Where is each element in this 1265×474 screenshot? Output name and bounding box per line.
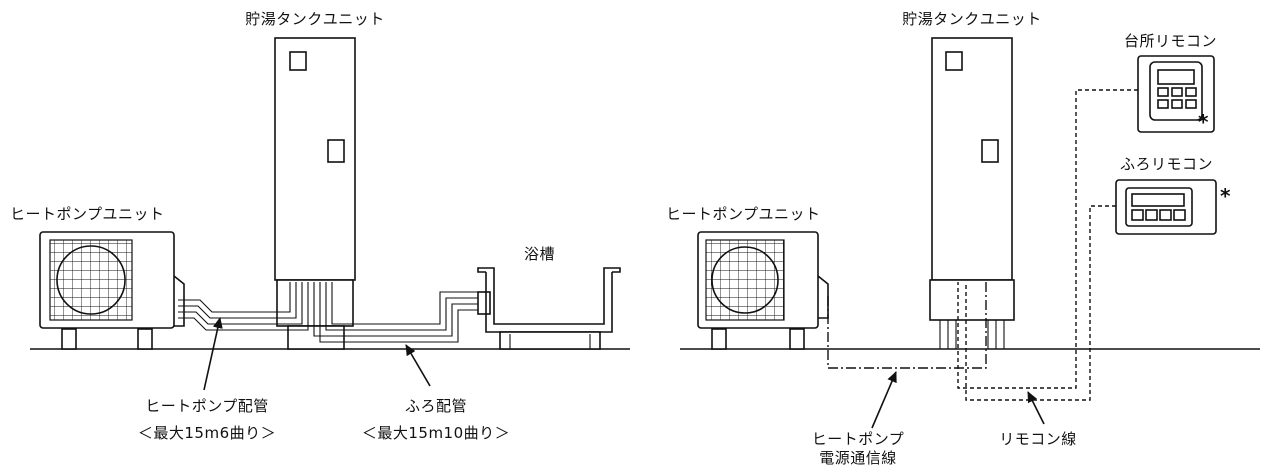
kitchen-remote <box>1137 55 1215 133</box>
bath-pipe-arrow <box>405 344 431 387</box>
hp-pipe-arrow <box>203 317 223 391</box>
bath-remote <box>1115 179 1217 235</box>
hp-power-line-label-2: 電源通信線 <box>819 449 897 467</box>
remote-line-bath <box>965 205 1116 401</box>
hp-power-line-label-1: ヒートポンプ <box>811 430 905 448</box>
left-storage-tank <box>274 37 356 350</box>
left-tank-label: 貯湯タンクユニット <box>245 10 385 28</box>
remote-line-label: リモコン線 <box>999 430 1077 448</box>
left-hp-pipes <box>178 282 309 331</box>
right-diagram <box>680 37 1260 429</box>
hp-power-line <box>827 282 987 369</box>
right-tank-label: 貯湯タンクユニット <box>902 10 1042 28</box>
left-bath-pipes <box>313 282 491 343</box>
left-diagram <box>30 37 630 391</box>
hp-pipe-spec: ＜最大15m6曲り＞ <box>137 424 277 442</box>
hp-pipe-label: ヒートポンプ配管 <box>145 397 269 415</box>
bathtub-label: 浴槽 <box>524 245 556 263</box>
right-storage-tank <box>929 37 1015 349</box>
bath-remote-label: ふろリモコン <box>1120 155 1214 173</box>
bath-pipe-label: ふろ配管 <box>404 397 468 415</box>
kitchen-remote-asterisk: * <box>1198 110 1209 134</box>
remote-line-kitchen <box>957 89 1138 389</box>
bath-pipe-spec: ＜最大15m10曲り＞ <box>361 424 511 442</box>
left-bathtub <box>477 267 621 350</box>
left-heatpump-label: ヒートポンプユニット <box>10 205 165 223</box>
right-heatpump-label: ヒートポンプユニット <box>666 205 821 223</box>
bath-remote-asterisk: * <box>1220 184 1231 208</box>
left-heatpump-unit <box>39 231 185 350</box>
kitchen-remote-label: 台所リモコン <box>1124 32 1218 50</box>
hp-power-line-arrow <box>871 371 897 429</box>
remote-line-arrow <box>1027 391 1045 425</box>
right-heatpump-unit <box>697 231 829 350</box>
